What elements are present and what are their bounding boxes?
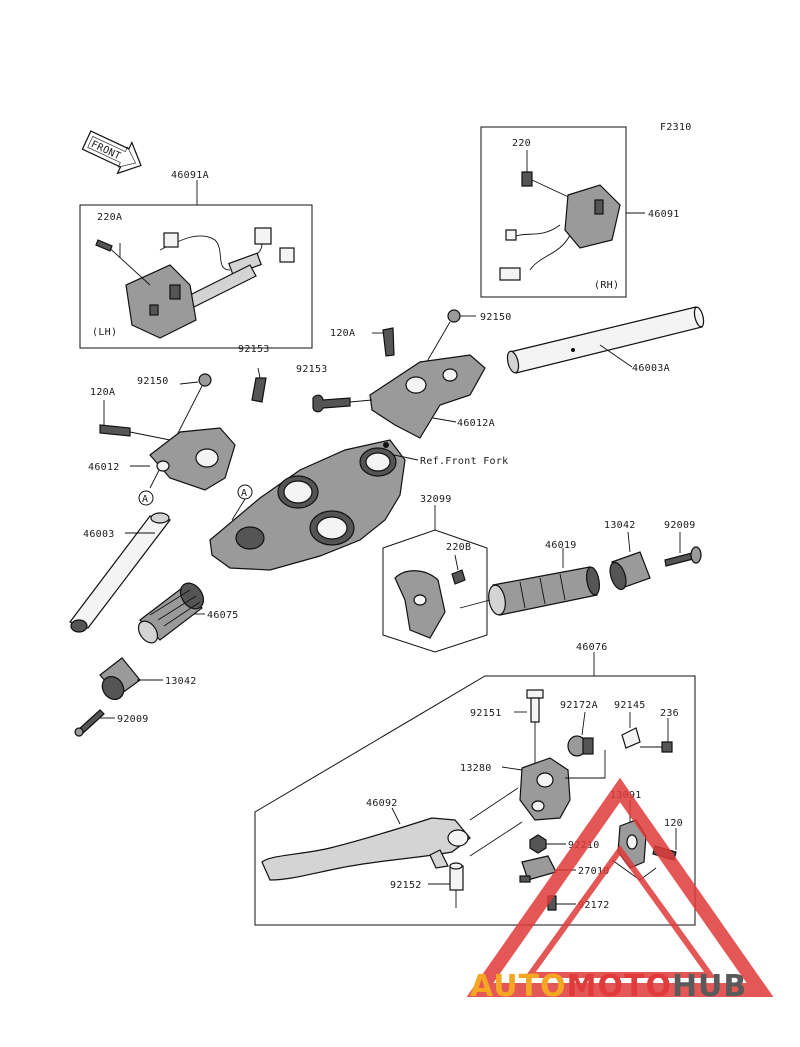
label-13042-left: 13042 [165,676,197,687]
label-92009-left: 92009 [117,714,149,725]
right-grip [488,566,600,616]
label-92153-right: 92153 [296,364,328,375]
label-lh: (LH) [92,327,117,338]
left-grip [137,582,205,644]
throttle-box [382,529,488,653]
label-220B: 220B [446,542,471,553]
throttle-group [382,505,488,653]
left-handlebar [69,512,172,633]
label-92151: 92151 [470,708,502,719]
label-92153-left: 92153 [238,344,270,355]
label-120: 120 [664,818,683,829]
label-46012: 46012 [88,462,120,473]
triple-clamp [209,439,406,571]
label-220A: 220A [97,212,122,223]
master-cylinder-body [519,757,571,821]
watermark-part-2: MOTO [567,969,672,1004]
master-cylinder [519,757,571,821]
label-46075: 46075 [207,610,239,621]
label-220: 220 [512,138,531,149]
screw-icon [664,552,694,567]
screw-icon [95,239,113,252]
label-92172: 92172 [578,900,610,911]
label-92150-upper: 92150 [480,312,512,323]
brake-lever-body [261,817,471,881]
washer-icon [198,373,212,387]
label-92145: 92145 [614,700,646,711]
right-handlebar [506,306,705,374]
bolt-icon [312,394,351,413]
right-switch-housing [564,184,621,249]
right-switch-group [480,126,645,298]
right-switch-box [480,126,627,298]
bushing-icon [449,865,464,891]
label-46091A: 46091A [171,170,209,181]
bolt-icon [382,327,395,357]
watermark-triangle-icon [466,777,774,997]
connector-icon [499,267,521,281]
front-arrow-icon: FRONT [81,130,142,175]
left-switch-group [79,180,313,349]
connector-icon [163,232,179,248]
label-46003A: 46003A [632,363,670,374]
marker-a-right-label: A [241,488,247,499]
label-46019: 46019 [545,540,577,551]
label-32099: 32099 [420,494,452,505]
watermark-part-1: AUTO [470,969,567,1004]
watermark-logo [466,777,774,997]
screw-icon [521,171,533,187]
label-46012A: 46012A [457,418,495,429]
washer-icon [447,309,461,323]
brake-lever [261,817,471,881]
label-92152: 92152 [390,880,422,891]
figure-code: F2310 [660,122,692,133]
brake-lever-box [254,675,696,926]
label-92172A: 92172A [560,700,598,711]
label-46091: 46091 [648,209,680,220]
watermark-text: AUTOMOTOHUB [470,969,747,1004]
marker-a-left [138,490,154,506]
left-clamp [149,427,236,491]
label-46003: 46003 [83,529,115,540]
label-120A-upper: 120A [330,328,355,339]
spring-icon [621,727,641,749]
screw-icon [661,741,673,753]
nut-icon [529,834,547,854]
right-bar-end [609,551,651,591]
label-13280: 13280 [460,763,492,774]
bolt-icon [251,377,267,403]
left-clamp-body [149,427,236,491]
bolt-icon [99,424,131,437]
label-46076: 46076 [576,642,608,653]
label-13042-right: 13042 [604,520,636,531]
left-bar-end [99,657,141,700]
label-92009-right: 92009 [664,520,696,531]
label-46092: 46092 [366,798,398,809]
label-120A-lower: 120A [90,387,115,398]
left-switch-box [79,204,313,349]
screw-icon [451,569,466,585]
marker-a-left-label: A [142,494,148,505]
adjuster-icon [567,735,594,757]
left-switch-housing [125,264,197,339]
right-clamp [369,354,486,439]
connector-icon [254,227,272,245]
label-27010: 27010 [578,866,610,877]
label-236: 236 [660,708,679,719]
label-92150-lower: 92150 [137,376,169,387]
label-rh: (RH) [594,280,619,291]
pin-icon [526,689,544,699]
label-ref-front-fork: Ref.Front Fork [420,456,509,467]
watermark-part-3: HUB [672,969,747,1004]
